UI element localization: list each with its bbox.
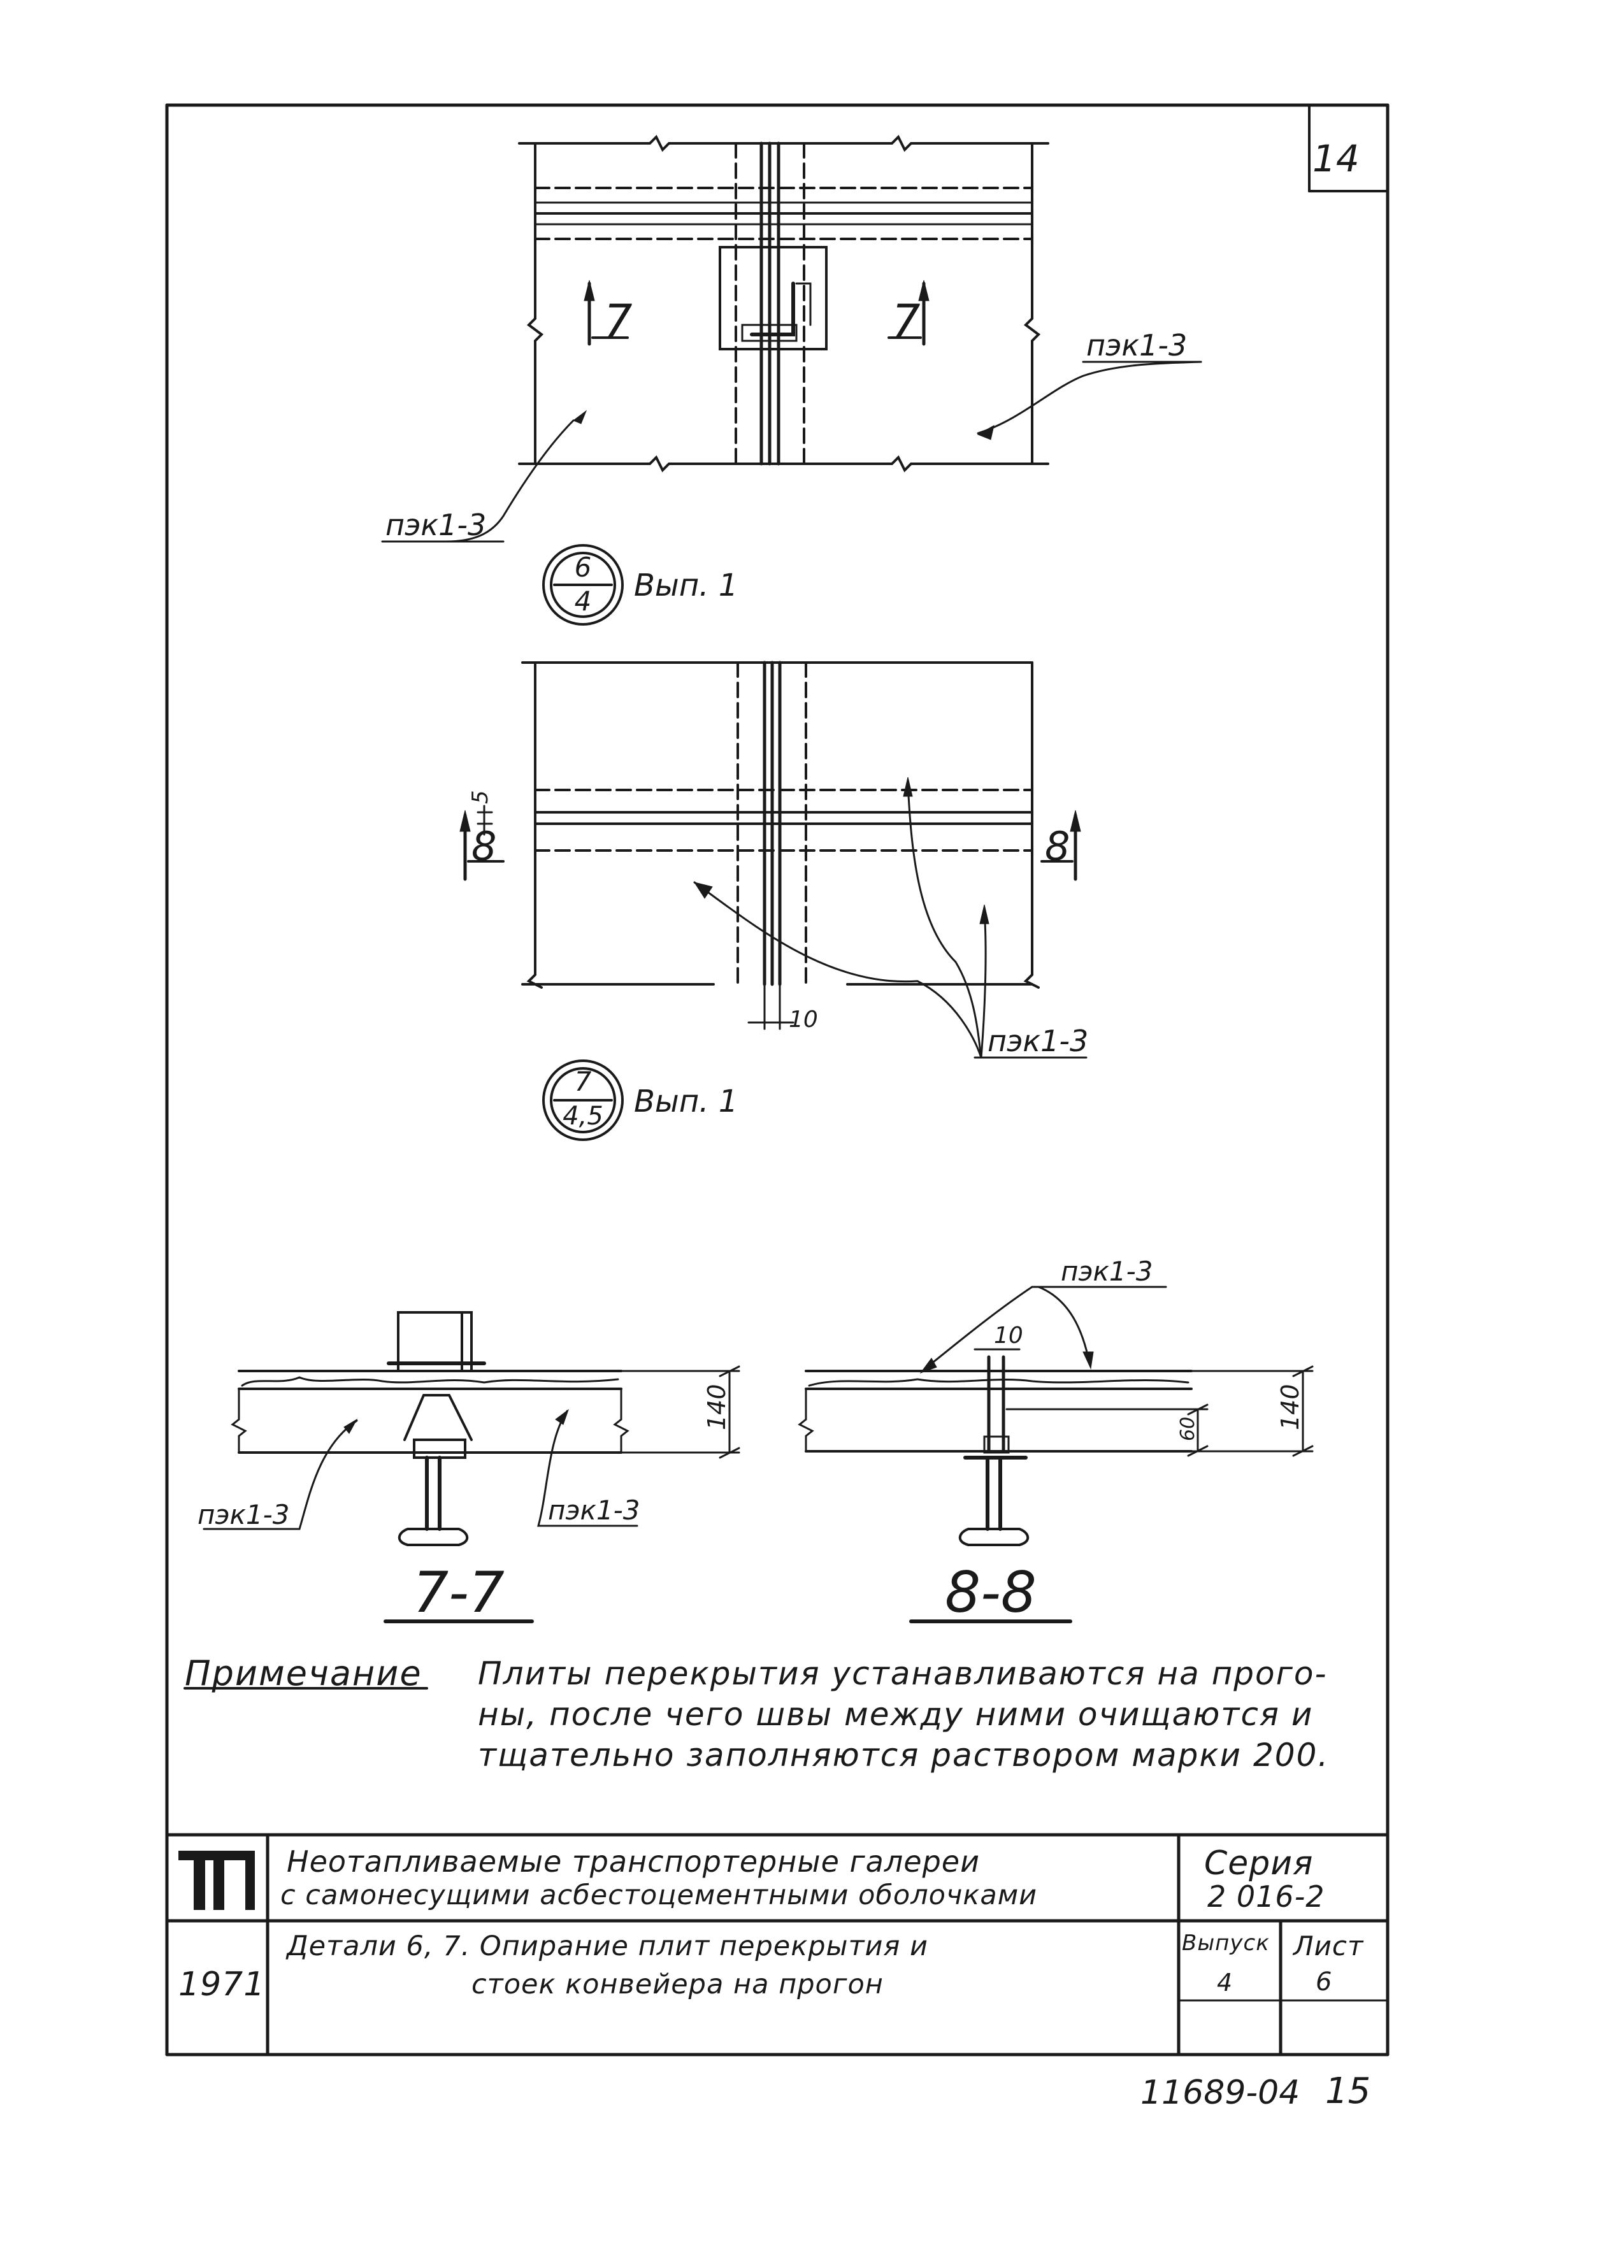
section-7-label-right: пэк1-3	[548, 1495, 640, 1526]
sheet-value: 6	[1316, 1967, 1333, 1997]
section-mark-8-left: 8	[471, 823, 496, 870]
section-8-dim-140: 140	[1276, 1384, 1304, 1430]
section-mark-8-right: 8	[1045, 823, 1070, 870]
detail-6-issue: Вып. 1	[634, 568, 738, 603]
dim-joint-plan: 10	[789, 1007, 818, 1033]
series-value: 2 016-2	[1207, 1879, 1325, 1914]
section-mark-7-left: 7	[604, 295, 633, 347]
sheet-number: 14	[1312, 137, 1360, 180]
section-7-label-left: пэк1-3	[198, 1499, 289, 1530]
note-line-3: тщательно заполняются раствором марки 20…	[478, 1737, 1330, 1774]
section-7-dim-140: 140	[703, 1384, 731, 1430]
label-pek-upper-right: пэк1-3	[1086, 328, 1187, 362]
issue-label: Выпуск	[1182, 1930, 1270, 1956]
section-8-title: 8-8	[945, 1560, 1037, 1625]
section-7-title: 7-7	[413, 1560, 505, 1625]
section-8-label-top: пэк1-3	[1061, 1256, 1153, 1287]
dim-gap: 5	[468, 790, 493, 804]
detail-7-marker	[542, 1059, 624, 1141]
year: 1971	[178, 1965, 266, 2004]
detail-7-issue: Вып. 1	[634, 1084, 738, 1119]
section-7-7	[203, 1311, 740, 1623]
section-mark-7-right: 7	[892, 295, 921, 347]
title-line-2: с самонесущими асбестоцементными оболочк…	[280, 1879, 1038, 1911]
section-8-dim-60: 60	[1177, 1417, 1199, 1441]
note-title: Примечание	[185, 1653, 422, 1693]
title-line-1: Неотапливаемые транспортерные галереи	[287, 1844, 980, 1879]
detail-6-number: 6	[575, 552, 592, 583]
plan-detail-7	[459, 661, 1088, 1059]
section-8-8	[798, 1286, 1314, 1623]
tp-logo	[175, 1844, 258, 1911]
issue-value: 4	[1217, 1969, 1233, 1997]
title-block-frame	[165, 1833, 1390, 2056]
sheet-number-box	[1308, 104, 1389, 192]
plan-detail-6	[381, 134, 1202, 543]
detail-6-marker	[542, 544, 624, 626]
label-pek-upper-left: пэк1-3	[385, 508, 486, 542]
sheet-label: Лист	[1293, 1930, 1364, 1962]
sheet-frame	[165, 103, 1390, 2056]
detail-6-sheet: 4	[575, 585, 592, 617]
series-label: Серия	[1204, 1844, 1314, 1883]
footer-code: 11689-04	[1140, 2074, 1300, 2112]
label-pek-lower: пэк1-3	[988, 1024, 1088, 1058]
note-line-1: Плиты перекрытия устанавливаются на прог…	[478, 1655, 1328, 1692]
detail-line-2: стоек конвейера на прогон	[471, 1969, 884, 2000]
section-8-dim-10: 10	[994, 1323, 1023, 1349]
note-line-2: ны, после чего швы между ними очищаются …	[478, 1696, 1314, 1733]
footer-page: 15	[1325, 2071, 1371, 2112]
detail-7-sheet: 4,5	[563, 1102, 603, 1131]
detail-line-1: Детали 6, 7. Опирание плит перекрытия и	[287, 1930, 928, 1962]
detail-7-number: 7	[575, 1066, 592, 1097]
